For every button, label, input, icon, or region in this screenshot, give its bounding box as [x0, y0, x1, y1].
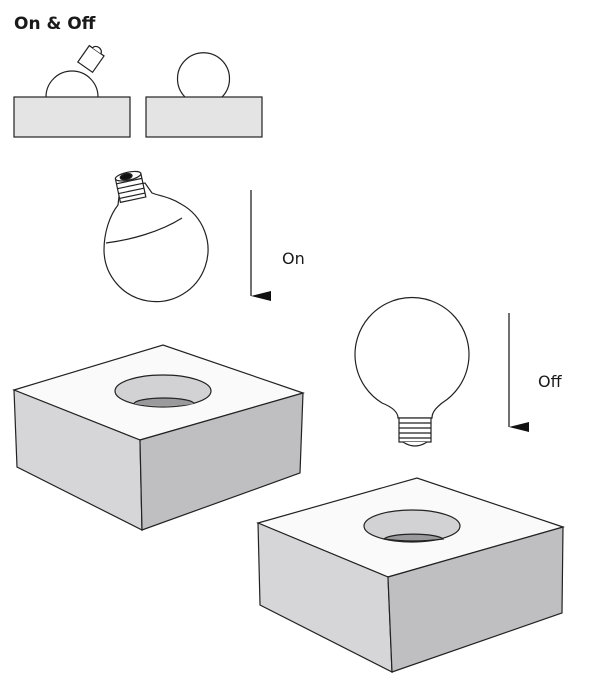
socket-box-1: [12, 344, 305, 531]
socket-box-2: [256, 477, 566, 673]
panel-right: [145, 96, 263, 138]
side-view-tilted: [13, 44, 131, 138]
off-label: Off: [538, 372, 562, 391]
diagram-title: On & Off: [14, 14, 96, 34]
on-label: On: [282, 249, 305, 268]
bulb-tilted-icon: [103, 170, 209, 303]
side-view-flush: [145, 52, 263, 138]
panel-left: [13, 96, 131, 138]
bulb-upright-icon: [354, 297, 470, 447]
